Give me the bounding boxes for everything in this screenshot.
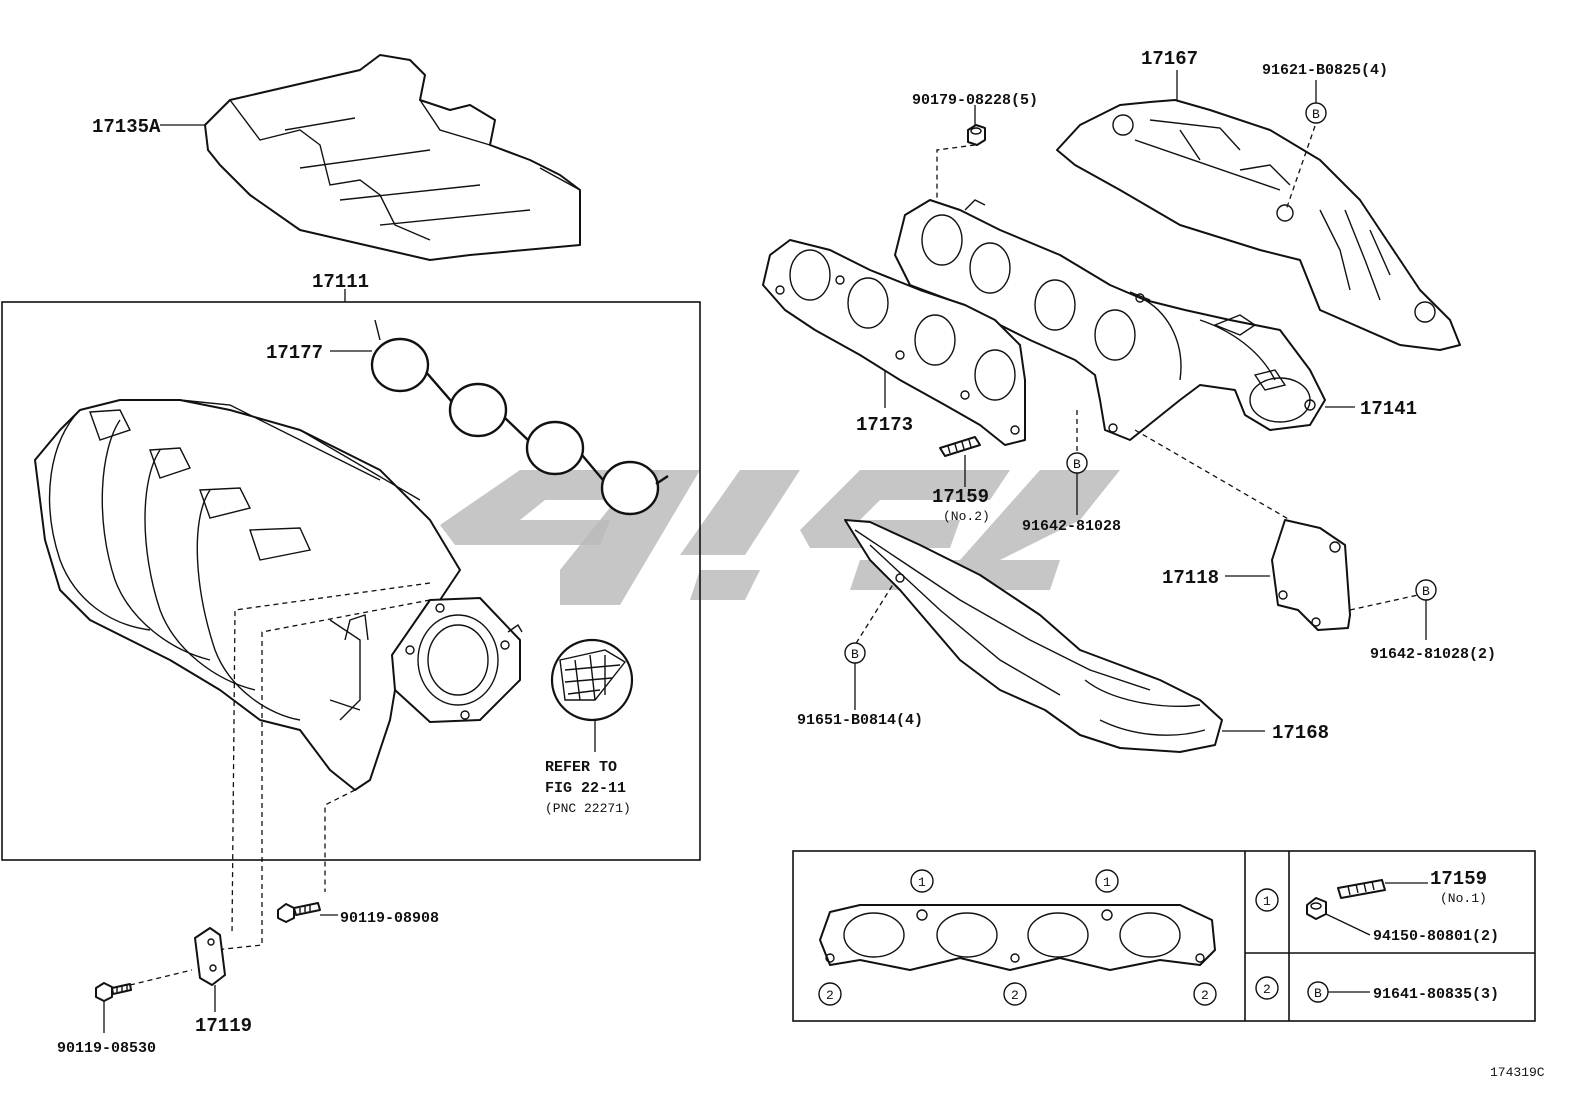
bolt-90119-08530-drawing <box>95 982 132 1033</box>
mark-2-a: 2 <box>826 988 834 1003</box>
b-mark-91642: B <box>1073 457 1081 472</box>
legend-stud-nut-drawing <box>1306 879 1428 993</box>
label-91642-81028-2: 91642-81028(2) <box>1370 646 1496 663</box>
legend-position-marks <box>818 869 1329 1006</box>
legend-row1-mark: 1 <box>1263 894 1271 909</box>
legend-row2-mark: 2 <box>1263 982 1271 997</box>
exhaust-gasket <box>762 239 1026 446</box>
b-mark-91642-2: B <box>1422 584 1430 599</box>
stud-17159-no2-drawing <box>939 436 981 487</box>
throttle-flange <box>391 597 523 723</box>
watermark-logo <box>440 470 1120 605</box>
exhaust-heat-insulator-lower <box>844 519 1265 753</box>
b-mark-91651: B <box>851 647 859 662</box>
bolt-90119-08908-drawing <box>277 902 338 923</box>
intake-manifold <box>34 399 461 791</box>
label-17168: 17168 <box>1272 722 1329 744</box>
bracket-17119 <box>194 927 226 1012</box>
exhaust-manifold <box>894 199 1355 441</box>
legend-17159-no1: 17159 <box>1430 868 1487 890</box>
label-17159-no2: 17159 <box>932 486 989 508</box>
legend-box <box>792 850 1536 1022</box>
exhaust-heat-insulator-upper <box>1056 70 1461 351</box>
legend-91641-80835: 91641-80835(3) <box>1373 986 1499 1003</box>
b-mark-91621: B <box>1312 107 1320 122</box>
label-90119-08908: 90119-08908 <box>340 910 439 927</box>
label-17119: 17119 <box>195 1015 252 1037</box>
callout-b-marks <box>844 102 1437 664</box>
intake-heat-insulator <box>204 54 581 261</box>
mark-1-b: 1 <box>1103 875 1111 890</box>
label-90119-08530: 90119-08530 <box>57 1040 156 1057</box>
label-17177: 17177 <box>266 342 323 364</box>
refer-line-1: REFER TO <box>545 759 617 776</box>
label-91642-81028: 91642-81028 <box>1022 518 1121 535</box>
refer-line-2: FIG 22-11 <box>545 780 626 797</box>
bracket-17118 <box>1225 519 1351 631</box>
label-91621-b0825: 91621-B0825(4) <box>1262 62 1388 79</box>
throttle-gasket-reference <box>550 638 634 752</box>
label-17135a: 17135A <box>92 116 161 138</box>
assembly-17111-frame <box>1 301 701 861</box>
nut-90179-drawing <box>967 124 986 146</box>
label-91651-b0814: 91651-B0814(4) <box>797 712 923 729</box>
mark-2-c: 2 <box>1201 988 1209 1003</box>
legend-gasket-drawing <box>819 904 1216 971</box>
intake-gasket <box>370 319 669 516</box>
label-17173: 17173 <box>856 414 913 436</box>
label-17141: 17141 <box>1360 398 1417 420</box>
legend-94150-80801: 94150-80801(2) <box>1373 928 1499 945</box>
label-90179-08228: 90179-08228(5) <box>912 92 1038 109</box>
mark-2-b: 2 <box>1011 988 1019 1003</box>
label-17159-no2-sub: (No.2) <box>943 509 990 524</box>
refer-line-3: (PNC 22271) <box>545 801 631 816</box>
label-17111: 17111 <box>312 271 369 293</box>
legend-17159-no1-sub: (No.1) <box>1440 891 1487 906</box>
label-17167: 17167 <box>1141 48 1198 70</box>
label-17118: 17118 <box>1162 567 1219 589</box>
mark-1-a: 1 <box>918 875 926 890</box>
figure-code: 174319C <box>1490 1065 1545 1080</box>
b-mark-legend: B <box>1314 986 1322 1001</box>
